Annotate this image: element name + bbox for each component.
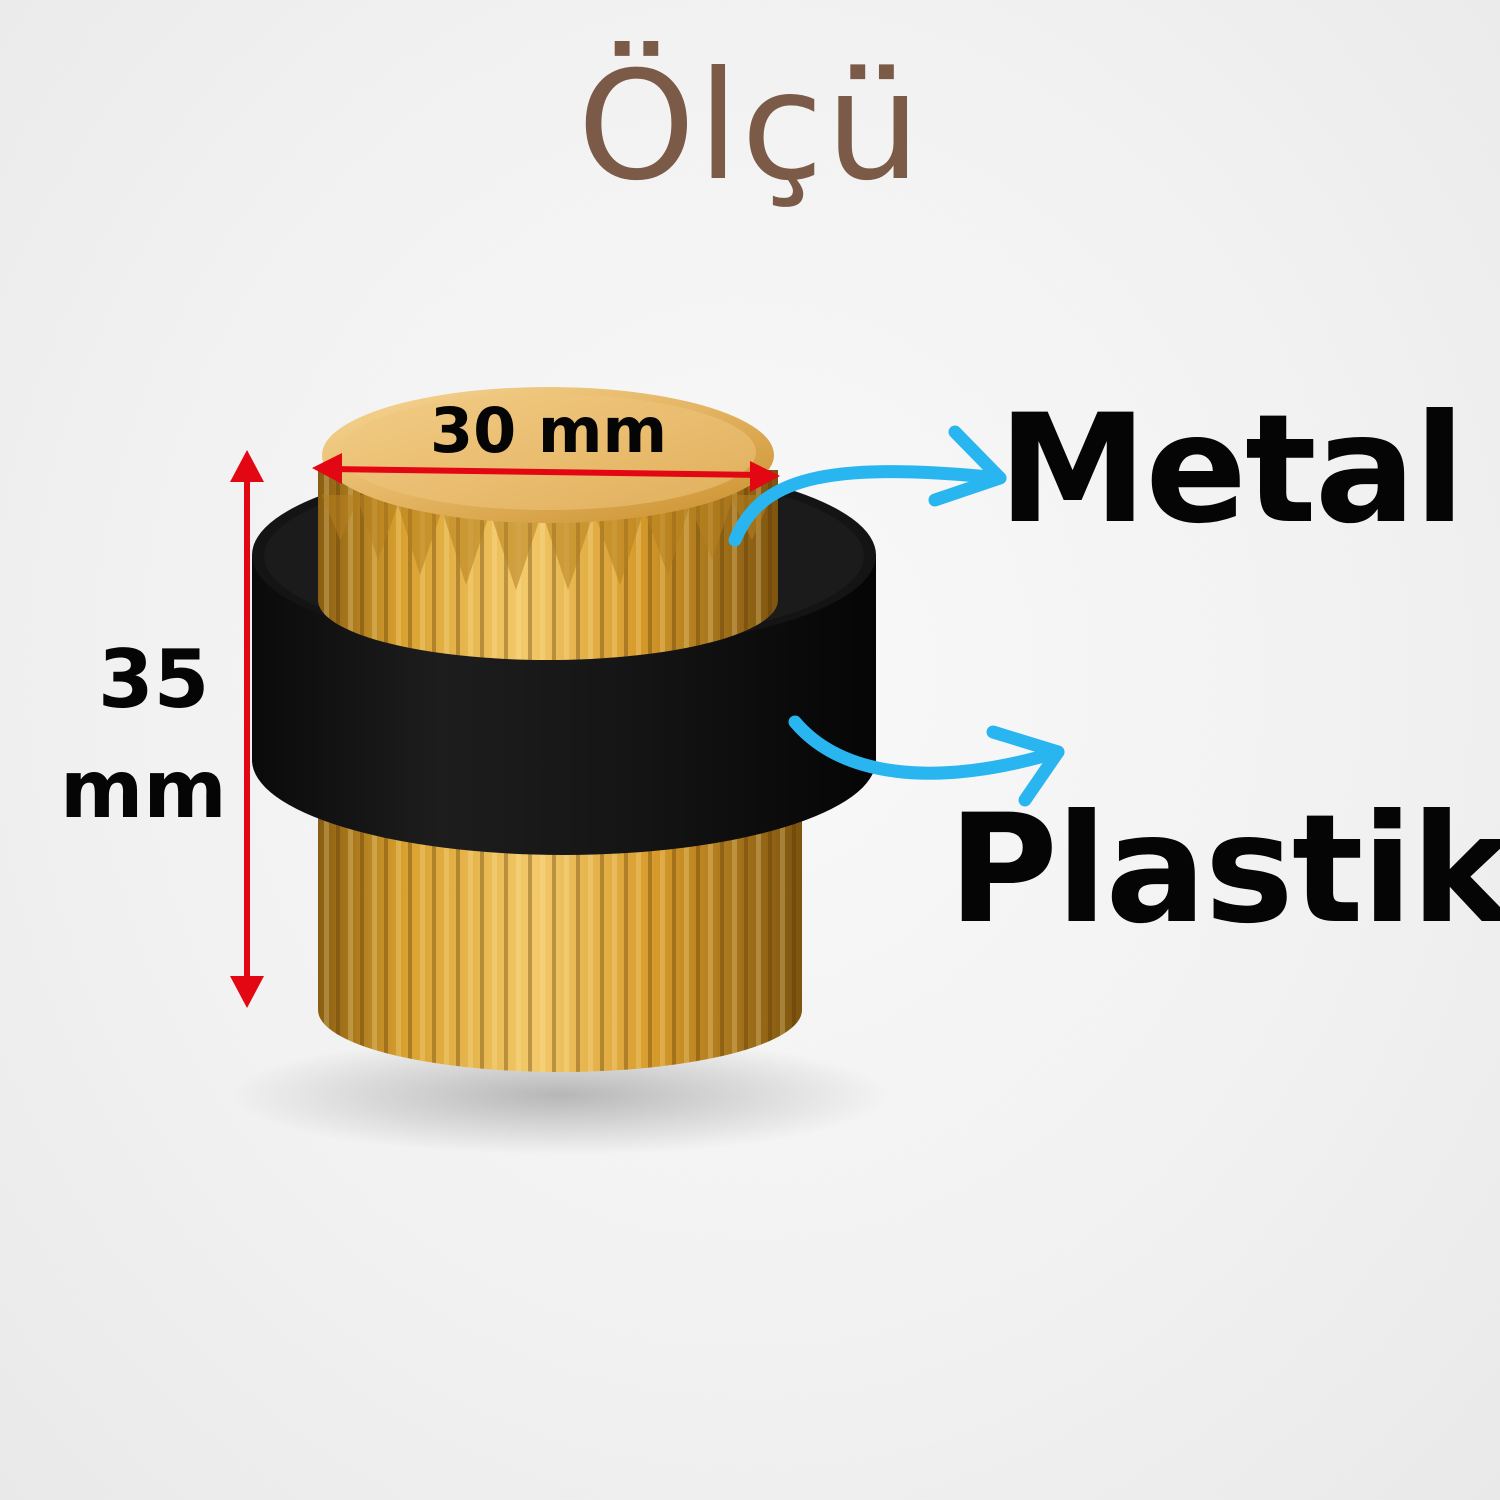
plastik-pointer-arrow <box>788 715 1065 807</box>
material-label-metal: Metal <box>998 383 1465 557</box>
height-dimension-unit: mm <box>60 743 227 836</box>
lower-gold-body <box>318 780 802 1072</box>
ground-shadow <box>230 1035 890 1155</box>
height-dimension-arrow <box>230 450 264 1008</box>
height-dimension-number: 35 <box>98 633 210 726</box>
page-title: Ölçü <box>577 40 923 214</box>
material-label-plastik: Plastik <box>948 783 1500 957</box>
width-dimension-label: 30 mm <box>430 394 668 467</box>
width-dimension-arrow <box>312 453 780 492</box>
gold-metal-cap <box>318 387 778 660</box>
metal-pointer-arrow <box>728 425 1007 547</box>
